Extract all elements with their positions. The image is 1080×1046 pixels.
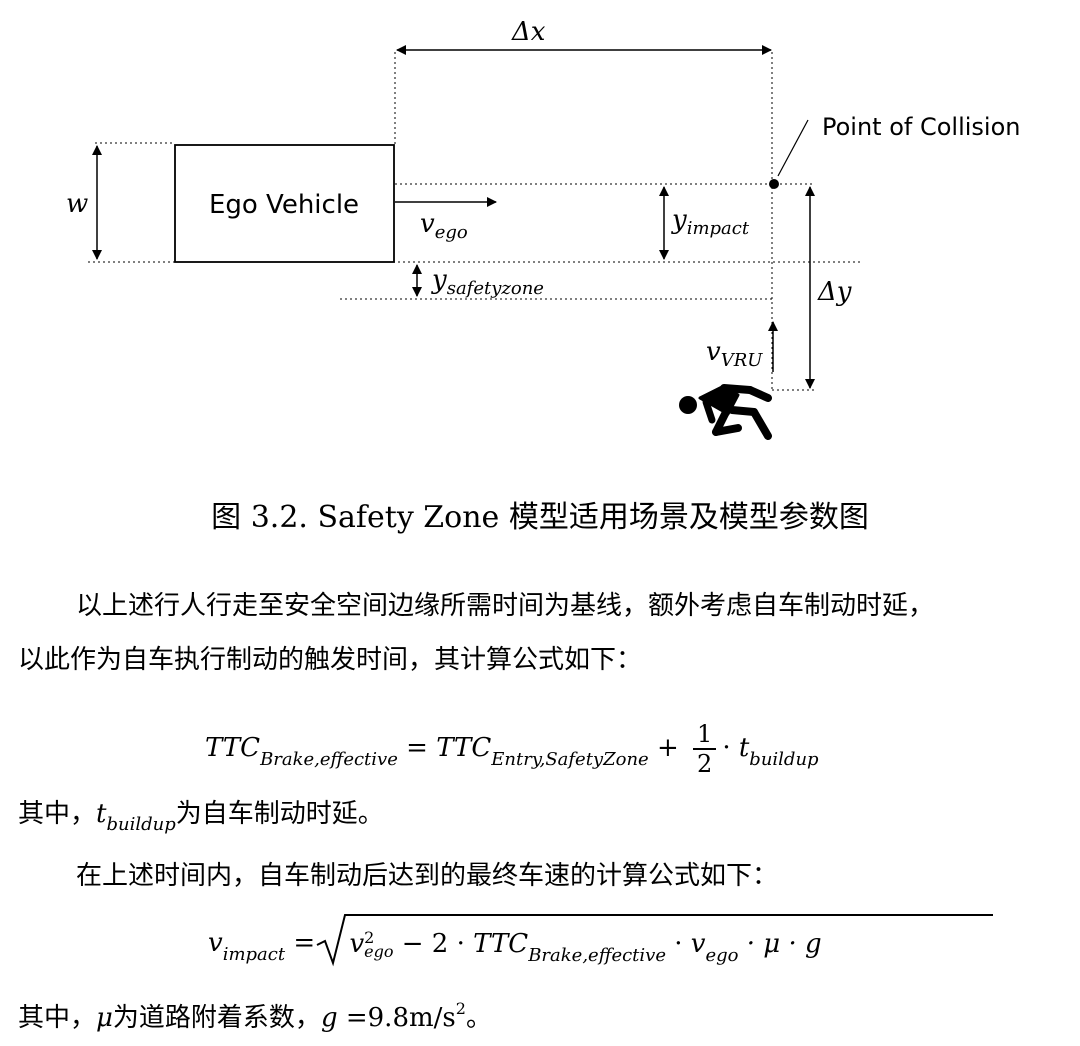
ego-vehicle-box xyxy=(174,144,395,263)
delta-x-label: Δx xyxy=(511,17,546,47)
fallen-pedestrian-icon xyxy=(679,384,772,440)
paragraph-line: 在上述时间内，自车制动后达到的最终车速的计算公式如下： xyxy=(76,861,779,891)
formula-ttc-brake: TTCBrake,effective = TTCEntry,SafetyZone… xyxy=(205,720,819,778)
w-label: w xyxy=(66,189,88,219)
paragraph-tbuildup: 其中，tbuildup为自车制动时延。 xyxy=(18,799,384,835)
ego-vehicle-label: Ego Vehicle xyxy=(209,190,359,220)
collision-point xyxy=(769,179,779,189)
delta-y-label: Δy xyxy=(817,277,852,307)
v-ego-label: vego xyxy=(420,209,468,243)
y-safetyzone-label: ysafetyzone xyxy=(431,265,544,299)
point-of-collision-label: Point of Collision xyxy=(822,113,1021,141)
v-vru-label: vVRU xyxy=(706,337,763,371)
paragraph-line: 以此作为自车执行制动的触发时间，其计算公式如下： xyxy=(18,645,643,675)
collision-leader-line xyxy=(777,119,809,177)
y-impact-label: yimpact xyxy=(671,205,750,239)
safety-zone-diagram: Δx w Ego Vehicle vego yimpact ysafetyzon… xyxy=(66,17,1021,440)
paragraph-mu-g: 其中，μ为道路附着系数，g =9.8m/s2。 xyxy=(18,999,492,1033)
figure-caption: 图 3.2. Safety Zone 模型适用场景及模型参数图 xyxy=(211,500,869,535)
paragraph-line: 以上述行人行走至安全空间边缘所需时间为基线，额外考虑自车制动时延， xyxy=(76,591,935,621)
guide-lines xyxy=(88,52,860,391)
